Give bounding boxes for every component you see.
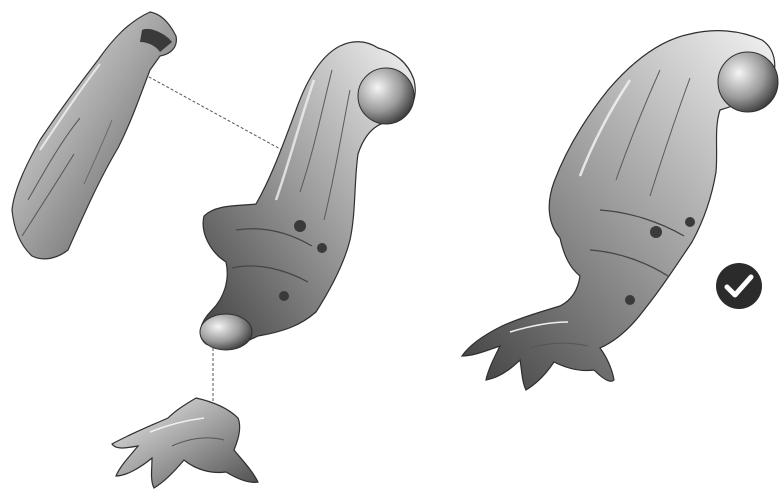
assembled-leg [462,31,778,390]
leg-body [200,42,415,350]
check-circle-icon [714,261,764,311]
guide-line-plate [140,72,282,150]
armor-plate [12,12,176,259]
exploded-view [12,12,415,488]
claw-foot [112,398,258,488]
